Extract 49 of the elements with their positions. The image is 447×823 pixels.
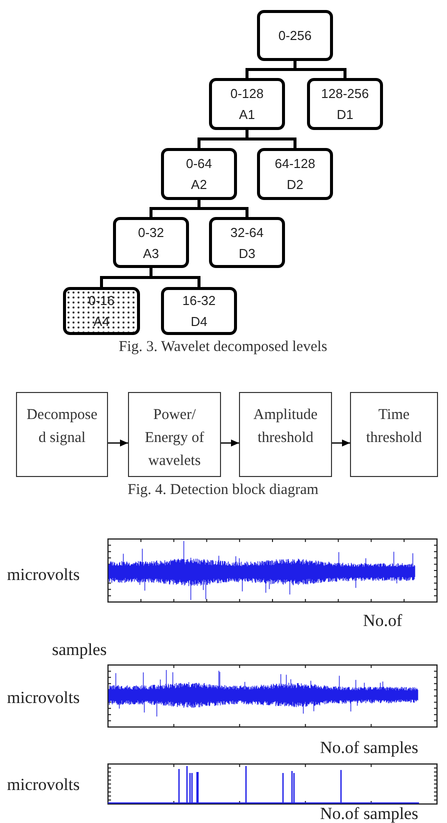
connector-line [150,268,200,287]
level-box [257,148,333,200]
node-label: 0-128 [230,85,264,103]
node-label: D1 [336,106,354,124]
connector-line [198,200,248,217]
node-label: Time threshold [365,406,423,448]
node-label: A1 [239,106,255,124]
node-label: 0-256 [278,27,312,45]
process-box [239,392,332,477]
node-label: 0-64 [186,155,212,173]
axis-label: microvolts [7,565,80,585]
connector-line [294,61,346,78]
axis-label: No.of samples [320,805,418,822]
node-label: D3 [238,244,256,262]
axis-label: No.of samples [320,738,418,758]
node-label: 128-256 [321,85,369,103]
axis-label: microvolts [7,688,80,708]
node-label: A2 [191,176,207,194]
process-box [350,392,438,477]
axis-label: No.of samples [52,610,404,661]
connector-line [246,130,296,148]
node-label: D4 [190,313,208,331]
process-box [128,392,221,477]
level-box [209,78,285,130]
level-box [209,217,285,268]
node-label: Decompose d signal [26,406,98,448]
node-label: A3 [143,244,159,262]
node-label: Amplitude threshold [252,406,319,448]
figure-caption: Fig. 3. Wavelet decomposed levels [118,338,328,356]
level-box [257,10,333,61]
level-box [307,78,383,130]
level-box [161,148,237,200]
level-box [113,217,189,268]
arrow [221,440,239,446]
node-label: Power/ Energy of wavelets [144,406,206,471]
axis-label: microvolts [7,775,80,795]
node-label: 32-64 [230,224,264,242]
process-box [16,392,108,477]
figure-caption: Fig. 4. Detection block diagram [128,481,318,499]
level-box [161,287,237,335]
highlighted-level-box [63,287,140,335]
node-label: 0-32 [138,224,164,242]
arrow [108,440,128,446]
node-label: D2 [286,176,304,194]
node-label: 64-128 [274,155,316,173]
node-label: 16-32 [182,292,216,310]
arrow [332,440,350,446]
node-label: 0-16 [88,292,115,310]
node-label: A4 [94,313,110,331]
